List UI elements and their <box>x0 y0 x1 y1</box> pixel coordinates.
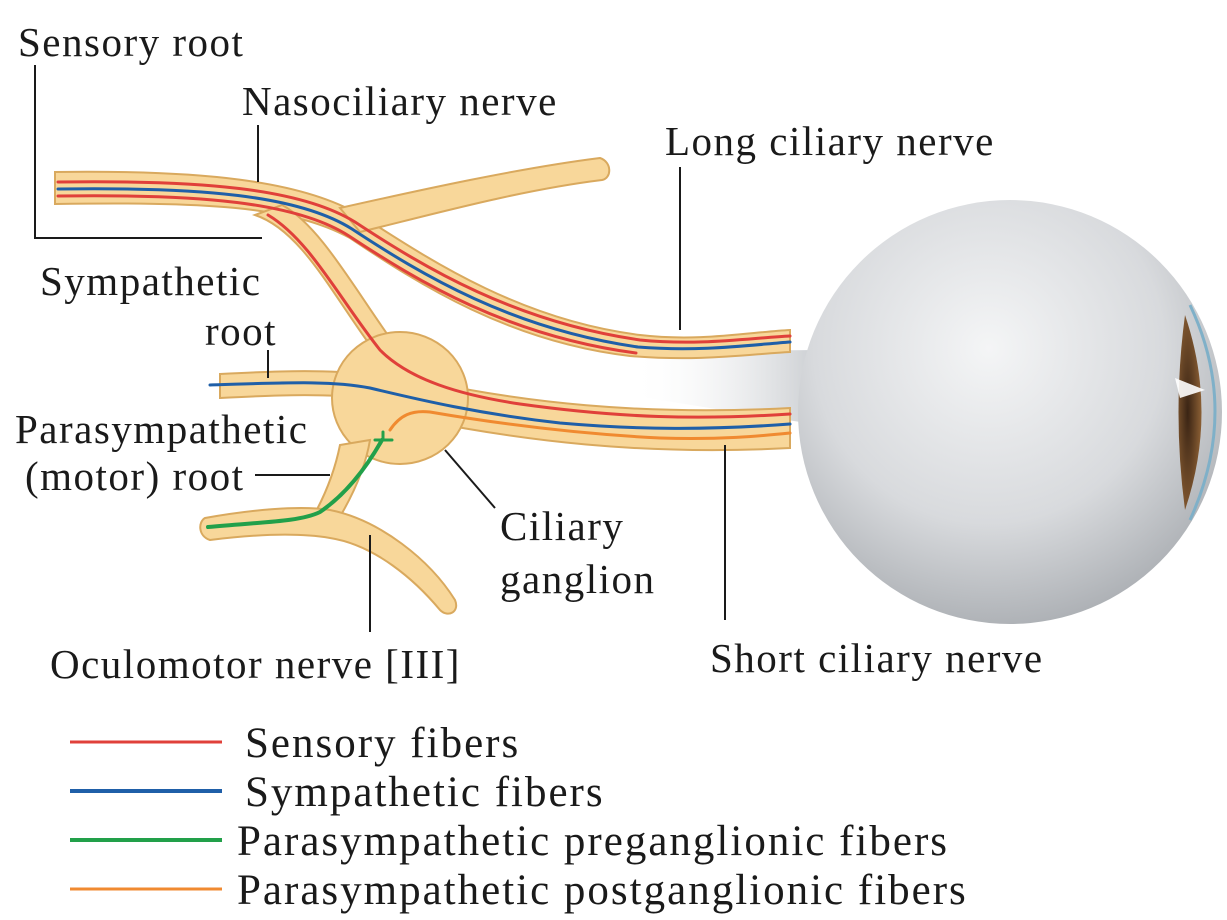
legend: Sensory fibers Sympathetic fibers Parasy… <box>70 720 968 914</box>
legend-item-sympathetic: Sympathetic fibers <box>70 769 605 816</box>
label-ciliary-ganglion-1: Ciliary <box>500 503 624 549</box>
legend-item-sensory: Sensory fibers <box>70 720 520 767</box>
legend-label-sensory: Sensory fibers <box>245 720 520 767</box>
nasociliary-branch <box>340 158 609 232</box>
legend-label-postganglionic: Parasympathetic postganglionic fibers <box>237 867 968 914</box>
legend-label-preganglionic: Parasympathetic preganglionic fibers <box>237 818 949 865</box>
label-sensory-root: Sensory root <box>18 19 244 65</box>
label-long-ciliary-nerve: Long ciliary nerve <box>665 118 995 164</box>
label-parasympathetic-root-2: (motor) root <box>25 453 245 499</box>
label-short-ciliary-nerve: Short ciliary nerve <box>710 635 1044 681</box>
legend-item-preganglionic: Parasympathetic preganglionic fibers <box>70 818 949 865</box>
legend-label-sympathetic: Sympathetic fibers <box>245 769 605 816</box>
label-nasociliary-nerve: Nasociliary nerve <box>242 78 558 124</box>
label-sympathetic-root-2: root <box>205 308 277 354</box>
ciliary-ganglion-leader <box>445 450 495 508</box>
label-ciliary-ganglion-2: ganglion <box>500 556 655 602</box>
eyeball <box>798 200 1222 624</box>
label-sympathetic-root-1: Sympathetic <box>40 258 261 304</box>
label-oculomotor-nerve: Oculomotor nerve [III] <box>50 641 461 687</box>
legend-item-postganglionic: Parasympathetic postganglionic fibers <box>70 867 968 914</box>
sensory-root-leader <box>35 65 262 238</box>
label-parasympathetic-root-1: Parasympathetic <box>15 406 308 452</box>
